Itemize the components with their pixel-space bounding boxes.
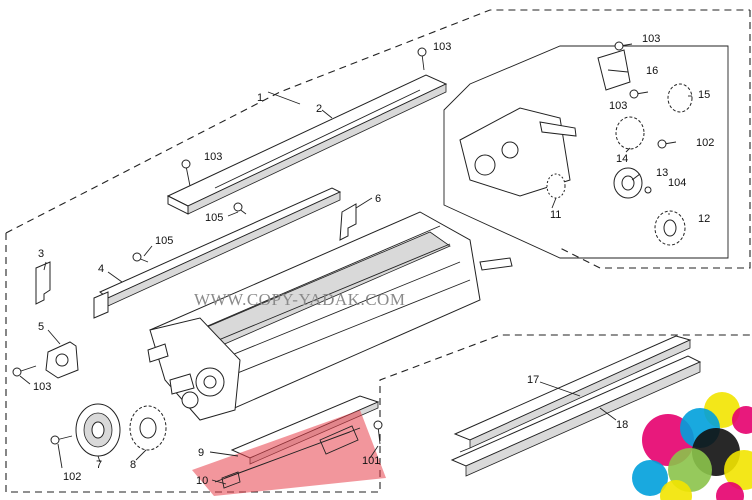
top-rail	[166, 74, 448, 215]
bracket-4	[93, 187, 342, 319]
callout-7: 7	[96, 459, 102, 471]
leader-lines	[19, 69, 692, 485]
callout-13: 13	[656, 167, 668, 179]
callout-9: 9	[198, 447, 204, 459]
callout-12: 12	[698, 213, 710, 225]
gear-8	[129, 405, 167, 451]
main-frame	[147, 211, 513, 421]
callout-103-inset-top: 103	[642, 33, 660, 45]
callout-18: 18	[616, 419, 628, 431]
callout-103-inset-mid: 103	[609, 100, 627, 112]
callout-4: 4	[98, 263, 104, 275]
highlighted-part-10	[192, 410, 386, 496]
callout-8: 8	[130, 459, 136, 471]
plate-6	[339, 203, 357, 241]
color-dots-logo	[632, 392, 752, 500]
callout-2: 2	[316, 103, 322, 115]
callout-1: 1	[257, 92, 263, 104]
callout-16: 16	[646, 65, 658, 77]
assembly-outline	[5, 9, 752, 493]
callout-104: 104	[668, 177, 686, 189]
gear-inset-frame	[443, 45, 729, 259]
gear-assembly	[459, 49, 693, 246]
color-dot	[732, 406, 752, 434]
callout-102-left: 102	[63, 471, 81, 483]
callout-103-left: 103	[204, 151, 222, 163]
gear-7	[75, 403, 121, 457]
color-dot	[660, 480, 692, 500]
clip-3	[35, 261, 51, 305]
watermark: WWW.COPY-YADAK.COM	[194, 290, 405, 309]
callout-103-bottom: 103	[33, 381, 51, 393]
callout-15: 15	[698, 89, 710, 101]
callout-17: 17	[527, 374, 539, 386]
screws	[12, 41, 677, 445]
callout-102-right: 102	[696, 137, 714, 149]
callout-labels: 1 2 3 4 5 6 7 8 9 10 11 12 13 14 15 16 1…	[33, 33, 714, 487]
callout-14: 14	[616, 153, 628, 165]
callout-103-top: 103	[433, 41, 451, 53]
callout-105-upper: 105	[155, 235, 173, 247]
rail-17-18	[450, 335, 702, 477]
color-dot	[724, 450, 752, 490]
color-dot	[632, 460, 668, 496]
callout-5: 5	[38, 321, 44, 333]
callout-10: 10	[196, 475, 208, 487]
bracket-5	[45, 341, 79, 379]
callout-3: 3	[38, 248, 44, 260]
callout-6: 6	[375, 193, 381, 205]
callout-105-lower: 105	[205, 212, 223, 224]
color-dot	[716, 482, 744, 500]
callout-101: 101	[362, 455, 380, 467]
callout-11: 11	[550, 209, 561, 221]
